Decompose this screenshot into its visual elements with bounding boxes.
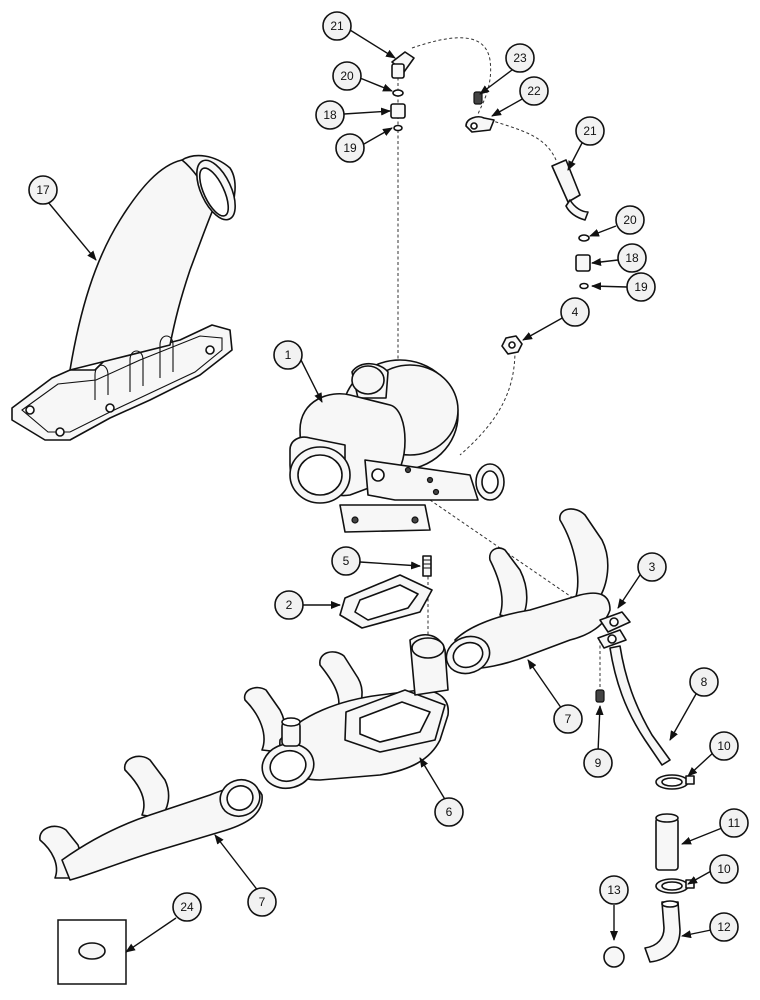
plug-part xyxy=(603,946,625,968)
callout-label: 7 xyxy=(565,712,572,726)
callout-label: 24 xyxy=(180,900,194,914)
callout-label: 20 xyxy=(623,213,637,227)
callout-20-upper: 20 xyxy=(332,61,362,91)
callout-2: 2 xyxy=(274,590,304,620)
callout-9: 9 xyxy=(583,748,613,778)
callout-22: 22 xyxy=(519,76,549,106)
callout-label: 7 xyxy=(259,895,266,909)
callout-18-upper: 18 xyxy=(315,100,345,130)
callout-11: 11 xyxy=(719,808,749,838)
callout-label: 1 xyxy=(285,348,292,362)
callout-21-lower: 21 xyxy=(575,116,605,146)
callout-6: 6 xyxy=(434,797,464,827)
callout-label: 9 xyxy=(595,756,602,770)
callout-21-upper: 21 xyxy=(322,11,352,41)
callout-label: 23 xyxy=(513,51,527,65)
callout-label: 19 xyxy=(634,280,648,294)
callout-24: 24 xyxy=(172,892,202,922)
callout-label: 18 xyxy=(625,251,639,265)
callout-17: 17 xyxy=(28,175,58,205)
callout-label: 10 xyxy=(717,739,731,753)
oil-supply-fittings xyxy=(390,51,591,290)
callout-19-upper: 19 xyxy=(335,133,365,163)
callout-label: 12 xyxy=(717,920,731,934)
stud-part xyxy=(422,555,432,577)
callout-label: 20 xyxy=(340,69,354,83)
callout-13: 13 xyxy=(599,875,629,905)
callout-label: 11 xyxy=(728,816,741,830)
oil-drain-tube xyxy=(595,611,671,766)
callout-3: 3 xyxy=(637,552,667,582)
callout-10-lower: 10 xyxy=(709,854,739,884)
nut-part xyxy=(501,335,523,355)
leader-lines xyxy=(47,29,723,953)
callout-label: 18 xyxy=(323,108,337,122)
callout-label: 10 xyxy=(717,862,731,876)
callout-7-rear: 7 xyxy=(553,704,583,734)
callout-23: 23 xyxy=(505,43,535,73)
callout-1: 1 xyxy=(273,340,303,370)
callout-label: 13 xyxy=(607,883,621,897)
callout-20-lower: 20 xyxy=(615,205,645,235)
callout-10-upper: 10 xyxy=(709,731,739,761)
callout-label: 8 xyxy=(701,675,708,689)
callout-label: 5 xyxy=(343,554,350,568)
intake-elbow-part xyxy=(11,154,236,441)
callout-19-lower: 19 xyxy=(626,272,656,302)
callout-5: 5 xyxy=(331,546,361,576)
callout-7-front: 7 xyxy=(247,887,277,917)
exhaust-manifold-center-part xyxy=(243,634,449,790)
gasket-part xyxy=(339,574,433,629)
callout-label: 3 xyxy=(649,560,656,574)
callout-label: 21 xyxy=(583,124,597,138)
drain-hose-assembly xyxy=(644,774,695,963)
callout-label: 2 xyxy=(286,598,293,612)
callout-label: 4 xyxy=(572,305,579,319)
callout-label: 17 xyxy=(36,183,50,197)
exhaust-manifold-front-part xyxy=(39,755,263,881)
callout-12: 12 xyxy=(709,912,739,942)
callout-18-lower: 18 xyxy=(617,243,647,273)
callout-label: 22 xyxy=(527,84,541,98)
inset-box-part-24 xyxy=(57,919,127,985)
callout-8: 8 xyxy=(689,667,719,697)
exhaust-manifold-rear-part xyxy=(445,508,611,675)
callout-label: 19 xyxy=(343,141,357,155)
turbocharger-part xyxy=(289,359,505,533)
callout-label: 6 xyxy=(446,805,453,819)
callout-4: 4 xyxy=(560,297,590,327)
callout-label: 21 xyxy=(330,19,344,33)
